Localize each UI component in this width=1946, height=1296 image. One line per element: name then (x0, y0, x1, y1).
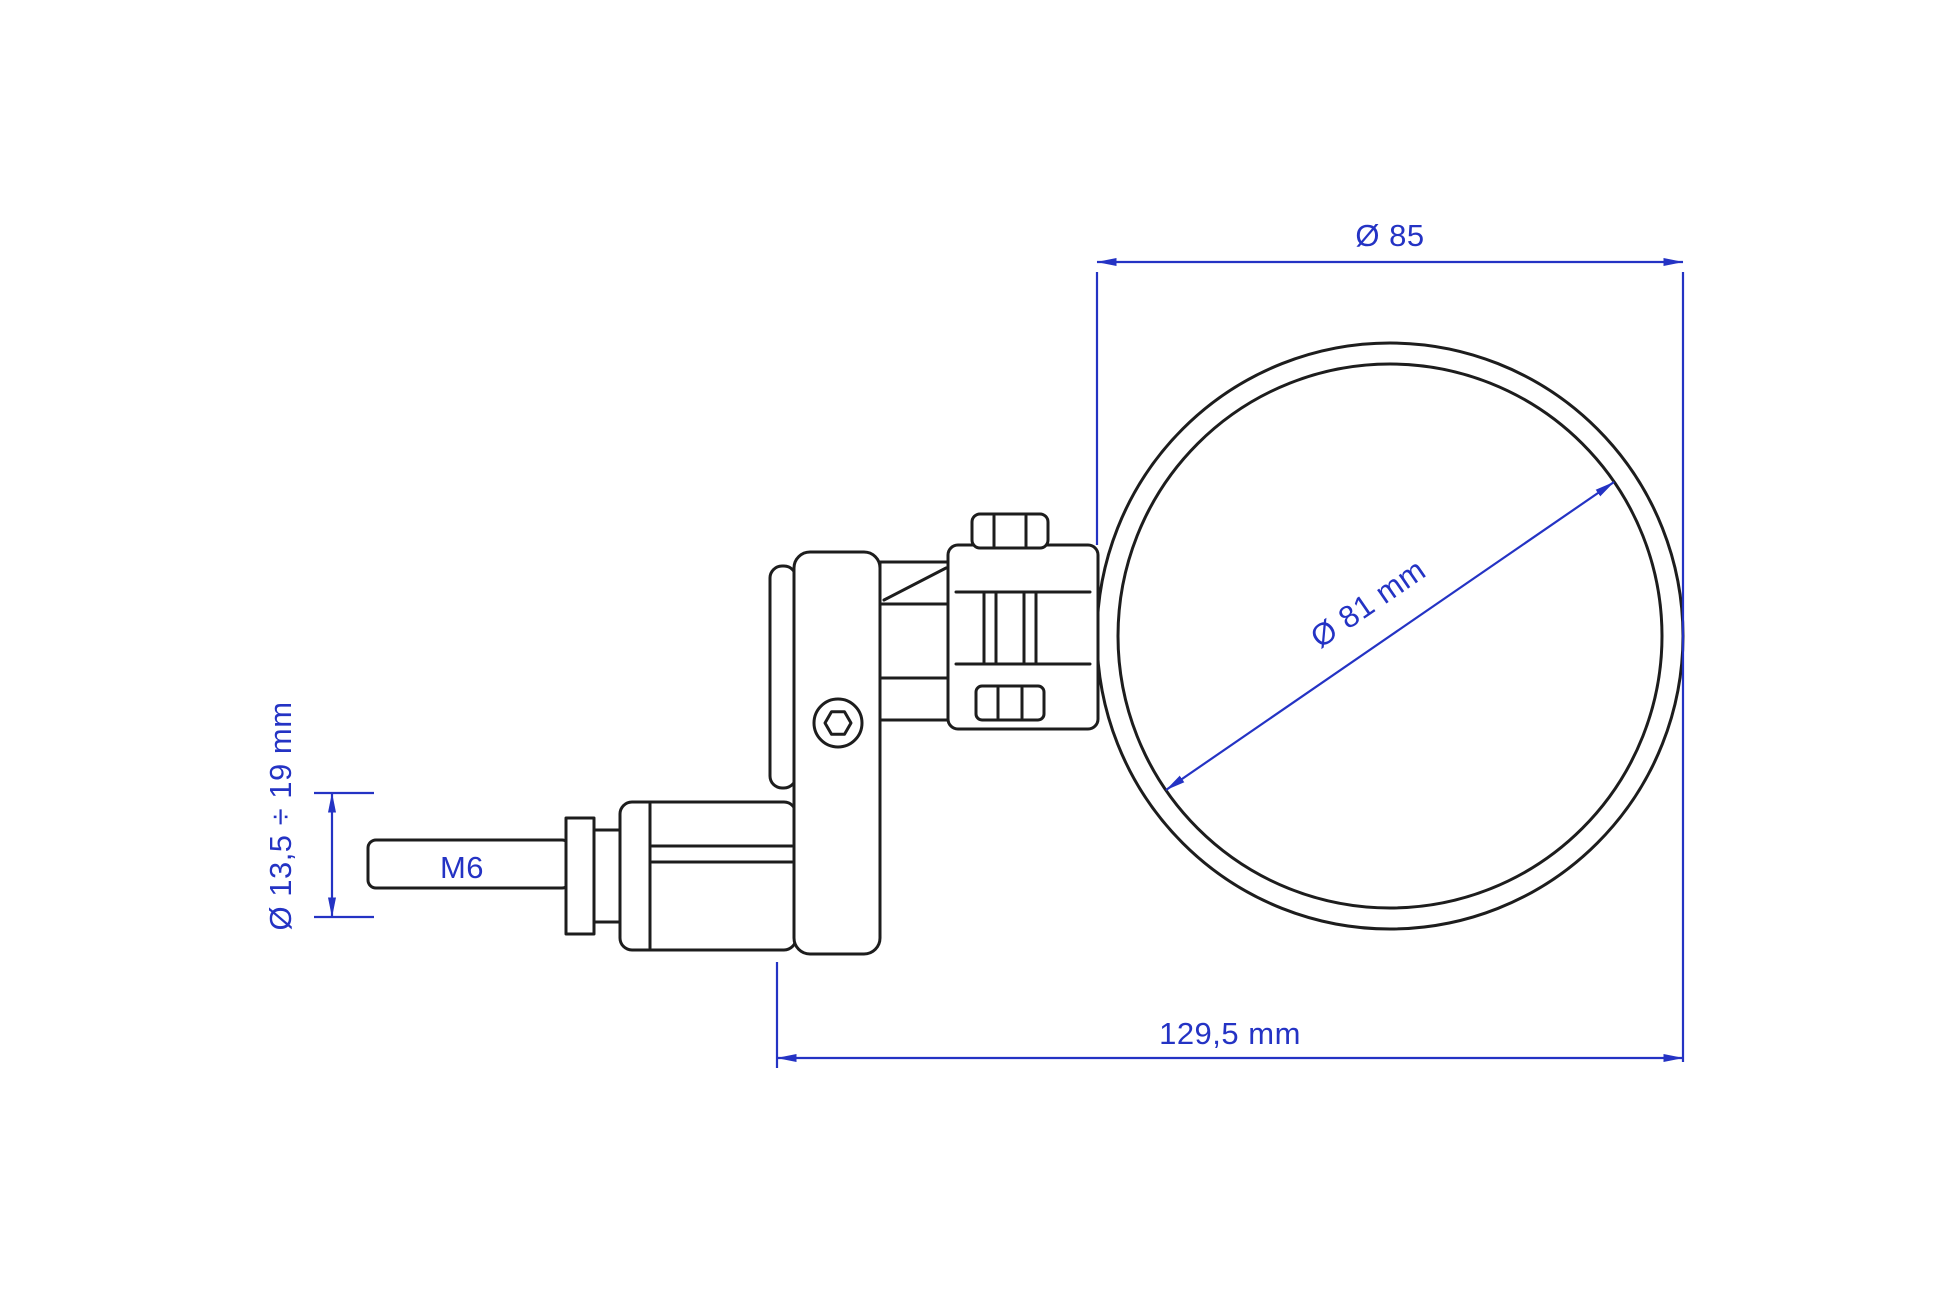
dim-line-mirror-glass (1165, 481, 1615, 791)
dim-label-overall-length: 129,5 mm (1159, 1016, 1301, 1051)
flange-small (592, 828, 624, 924)
pivot-screw (812, 697, 864, 749)
dim-label-mirror-outer: Ø 85 (1355, 218, 1424, 253)
pivot-screw-hex-socket (823, 710, 853, 736)
flange-large (564, 816, 596, 936)
clamp-assembly (366, 512, 1100, 956)
expander-cylinder (618, 800, 798, 952)
upper-arm-diagonal-line (882, 566, 948, 602)
mirror-glass-circle (1116, 362, 1664, 910)
dim-label-mirror-glass: Ø 81 mm (1304, 552, 1432, 655)
lower-arm (878, 676, 952, 722)
back-plate (768, 564, 798, 790)
main-bracket (792, 550, 882, 956)
dim-label-bolt-thread: M6 (440, 850, 484, 885)
dim-label-clamp-range: Ø 13,5 ÷ 19 mm (263, 701, 298, 930)
pivot-bolt-head (970, 512, 1050, 550)
pivot-nut (974, 684, 1046, 722)
